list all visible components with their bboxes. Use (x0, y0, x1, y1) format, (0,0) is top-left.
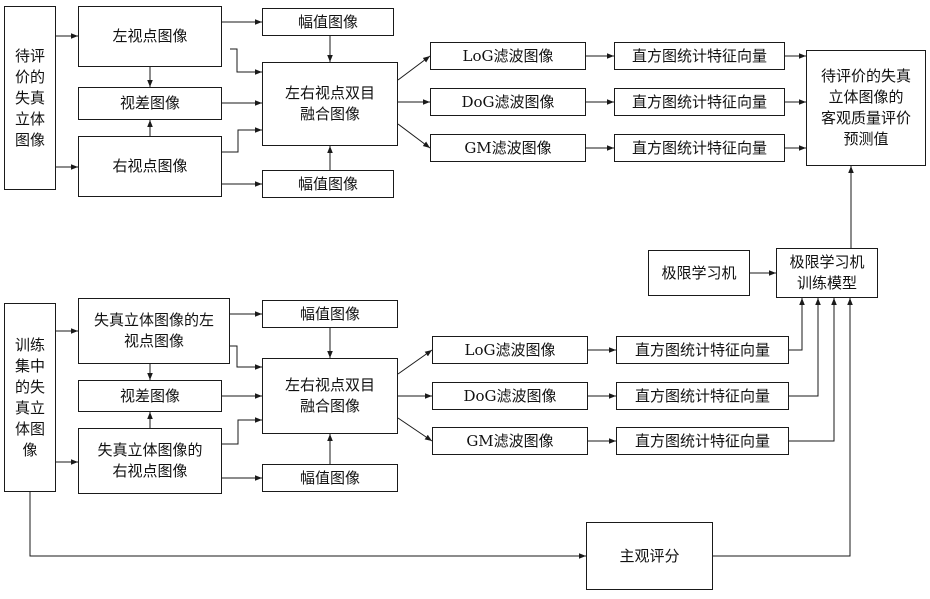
training-amplitude-box-1: 幅值图像 (262, 300, 398, 328)
left-view-box: 左视点图像 (78, 6, 222, 67)
amplitude-box-top-1: 幅值图像 (262, 8, 394, 36)
elm-box: 极限学习机 (648, 250, 750, 296)
arrow-right-to-fusion (222, 130, 262, 152)
dog-box-top: DoG滤波图像 (430, 88, 586, 116)
training-histogram-box-3: 直方图统计特征向量 (616, 427, 789, 455)
histogram-box-top-3: 直方图统计特征向量 (614, 134, 785, 162)
arrow-fusion-to-log (398, 56, 430, 80)
arrow-train-fusion-to-gm (398, 418, 432, 441)
arrow-train-hist1-to-model (789, 298, 802, 350)
training-histogram-box-1: 直方图统计特征向量 (616, 336, 789, 364)
training-dog-box: DoG滤波图像 (432, 382, 588, 410)
log-box-top: LoG滤波图像 (430, 42, 586, 70)
input-image-label: 待评价的失真立体图像 (12, 46, 48, 151)
histogram-box-top-2: 直方图统计特征向量 (614, 88, 785, 116)
fusion-box-top: 左右视点双目 融合图像 (262, 62, 398, 146)
training-amplitude-box-2: 幅值图像 (262, 464, 398, 492)
arrow-train-input-to-subjective (30, 492, 586, 556)
training-set-label: 训练集中的失真立体图像 (12, 335, 48, 461)
arrow-left-to-fusion (230, 49, 262, 72)
input-image-box: 待评价的失真立体图像 (4, 6, 56, 190)
training-set-box: 训练集中的失真立体图像 (4, 303, 56, 492)
arrow-train-right-to-fusion (222, 420, 262, 444)
histogram-box-top-1: 直方图统计特征向量 (614, 42, 785, 70)
elm-model-box: 极限学习机 训练模型 (776, 248, 878, 298)
arrow-train-hist3-to-model (789, 298, 834, 441)
gm-box-top: GM滤波图像 (430, 134, 586, 162)
right-view-box: 右视点图像 (78, 136, 222, 197)
subjective-score-box: 主观评分 (586, 522, 713, 590)
arrow-train-hist2-to-model (789, 298, 818, 396)
training-histogram-box-2: 直方图统计特征向量 (616, 382, 789, 410)
training-disparity-box: 视差图像 (78, 380, 222, 412)
arrow-train-left-to-fusion (230, 346, 262, 367)
disparity-box: 视差图像 (78, 87, 222, 120)
training-gm-box: GM滤波图像 (432, 427, 588, 455)
training-fusion-box: 左右视点双目 融合图像 (262, 358, 398, 434)
training-log-box: LoG滤波图像 (432, 336, 588, 364)
training-left-view-box: 失真立体图像的左 视点图像 (78, 298, 230, 364)
training-right-view-box: 失真立体图像的 右视点图像 (78, 428, 222, 494)
arrow-train-fusion-to-log (398, 350, 432, 374)
amplitude-box-top-2: 幅值图像 (262, 170, 394, 198)
arrow-fusion-to-gm (398, 124, 430, 148)
quality-prediction-box: 待评价的失真 立体图像的 客观质量评价 预测值 (806, 50, 926, 166)
